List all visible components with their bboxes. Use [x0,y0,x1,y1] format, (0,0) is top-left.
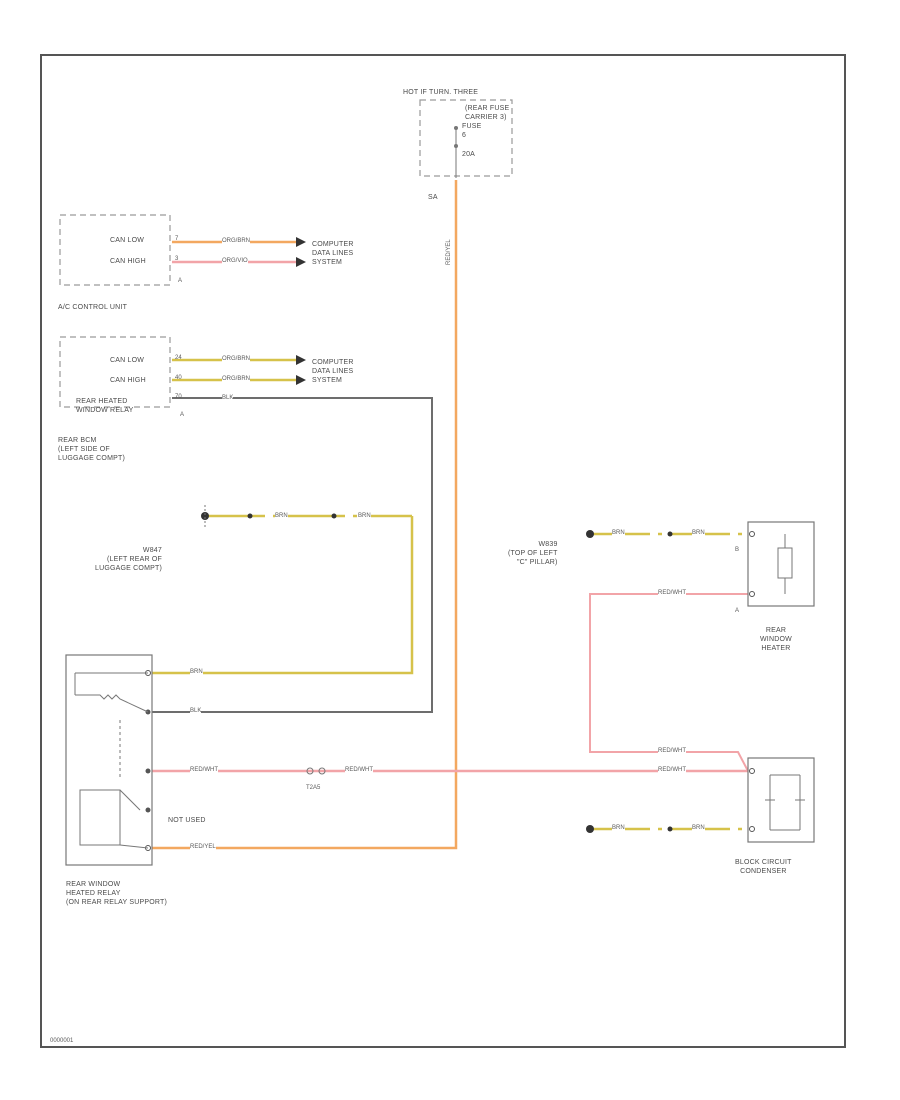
relay-wire-yel: RED/YEL [190,844,216,851]
fuse-block-location: (REAR FUSE CARRIER 3) [465,105,510,121]
condenser-name: BLOCK CIRCUIT CONDENSER [735,859,792,875]
relay-inline-conn: T2A5 [306,785,321,791]
fuse-rating: 20A [462,151,476,158]
fuse-feed-wire-label: RED/YEL [446,239,452,265]
relay-wire-blk: BLK [190,708,202,715]
bcm-dest: COMPUTER DATA LINES SYSTEM [312,359,354,384]
bcm-wire-low: ORG/BRN [222,356,251,363]
ac-pin-high-num: 3 [175,256,179,262]
rear-window-heater-box [747,521,815,607]
ac-dest: COMPUTER DATA LINES SYSTEM [312,241,354,266]
condenser-wire-in2: RED/WHT [658,767,686,774]
relay-name: REAR WINDOW HEATED RELAY (ON REAR RELAY … [66,881,168,906]
block-condenser-box [747,757,815,843]
bcm-pin-can-low: CAN LOW [110,357,145,364]
relay-not-used: NOT USED [168,817,206,824]
ground-left-wire-b: BRN [358,513,371,520]
ac-wire-low: ORG/BRN [222,238,251,245]
heater-pin-top: B [735,547,740,553]
fuse-block-title: HOT IF TURN. THREE [403,89,479,96]
fuse-label: FUSE 6 [462,123,482,139]
heater-red-wire [589,593,749,772]
ac-pin-low-num: 7 [175,236,179,242]
ground-right-wire-b: BRN [692,530,705,537]
ground-right-name: W839 (TOP OF LEFT "C" PILLAR) [508,541,558,566]
fuse-feed-wire [152,180,458,850]
ac-pin-can-high: CAN HIGH [110,258,146,265]
frame-code: 0000001 [50,1038,74,1044]
bcm-pin-relay: REAR HEATED WINDOW RELAY [76,398,134,414]
bcm-name: REAR BCM (LEFT SIDE OF LUGGAGE COMPT) [58,437,125,462]
relay-red-wire [152,767,748,775]
condenser-wire-gnd-a: BRN [612,825,625,832]
ground-left-name: W847 (LEFT REAR OF LUGGAGE COMPT) [95,547,162,572]
diagram-frame [40,54,846,1048]
blk-wire [152,397,433,713]
fuse-block [419,99,513,178]
heater-wire: RED/WHT [658,590,686,597]
condenser-ground-wire [586,825,748,833]
heater-name: REAR WINDOW HEATER [760,627,792,652]
bcm-connector: A [180,412,185,418]
ac-connector: A [178,278,183,284]
ground-left-wire [152,505,414,675]
ground-left-wire-a: BRN [275,513,288,520]
heater-pin-bottom: A [735,608,740,614]
bcm-wire-relay: BLK [222,395,234,402]
ac-wire-high: ORG/VIO [222,258,248,265]
ac-control-unit-box [59,214,171,286]
bcm-pin-can-high: CAN HIGH [110,377,146,384]
ground-right-wire-a: BRN [612,530,625,537]
ac-control-unit-name: A/C CONTROL UNIT [58,304,128,311]
fuse-terminal: SA [428,194,438,201]
rear-bcm-box [59,336,171,408]
relay-wire-red: RED/WHT [190,767,218,774]
bcm-pin-high-num: 40 [175,375,182,381]
relay-box [65,654,153,866]
bcm-wire-high: ORG/BRN [222,376,251,383]
bcm-pin-relay-num: 70 [175,394,182,400]
condenser-wire-gnd-b: BRN [692,825,705,832]
ground-right-wire [586,530,748,538]
ac-pin-can-low: CAN LOW [110,237,145,244]
condenser-wire-in1: RED/WHT [658,748,686,755]
relay-wire-red2: RED/WHT [345,767,373,774]
bcm-pin-low-num: 24 [175,355,182,361]
relay-wire-brn: BRN [190,669,203,676]
